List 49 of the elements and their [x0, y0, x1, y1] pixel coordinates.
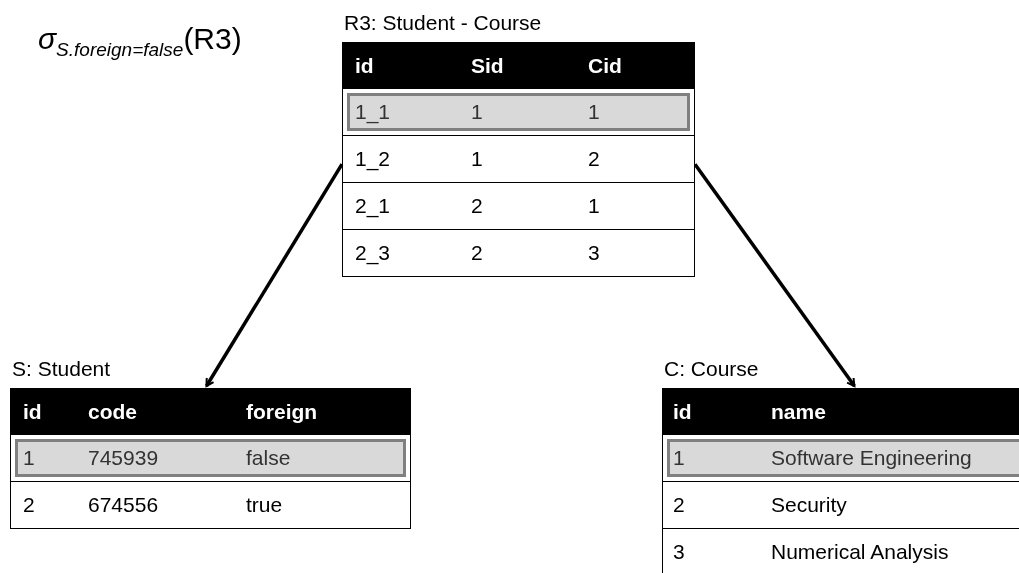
column-header: foreign [246, 399, 318, 425]
arrow [693, 163, 856, 388]
table-row [342, 183, 695, 230]
table-cell-text: 1 [471, 146, 483, 172]
column-header: id [355, 53, 374, 79]
table-cell-text: 3 [588, 240, 600, 266]
table-cell-text: 745939 [88, 445, 159, 471]
column-header: Cid [588, 53, 622, 79]
table-cell-text: 2_3 [355, 240, 391, 267]
table-cell-text: 1 [588, 193, 600, 219]
column-header: name [771, 399, 826, 425]
column-header: id [23, 399, 42, 425]
table-cell-text: 2 [588, 146, 600, 172]
column-header: Sid [471, 53, 504, 79]
selected-row [10, 435, 411, 482]
table-cell-text: 674556 [88, 492, 159, 518]
table-cell-text: false [246, 445, 291, 471]
table-cell-text: 2_1 [355, 193, 391, 220]
table-row [10, 482, 411, 529]
table-row [342, 136, 695, 183]
table-cell-text: 1 [588, 99, 600, 125]
formula-title: σ$_{S.foreign=false}$(R3) [38, 22, 242, 61]
selected-row [662, 435, 1019, 482]
table-cell-text: 1_2 [355, 146, 391, 173]
table-cell-text: 2 [23, 492, 35, 518]
column-header: code [88, 399, 137, 425]
column-header: id [673, 399, 692, 425]
table-cell-text: 2 [471, 193, 483, 219]
header-row [10, 388, 411, 435]
table-cell-text: 2 [471, 240, 483, 266]
selected-row [342, 89, 695, 136]
header-row [662, 388, 1019, 435]
arrow [205, 163, 344, 387]
header-row [342, 42, 695, 89]
table-cell-text: Numerical Analysis [771, 539, 949, 565]
table-cell-text: true [246, 492, 283, 518]
table-cell-text: Software Engineering [771, 445, 972, 471]
table-cell-text: Security [771, 492, 847, 518]
table-cell-text: 2 [673, 492, 685, 518]
table-cell-text: 1 [471, 99, 483, 125]
table-row [662, 482, 1019, 529]
table-cell-text: 3 [673, 539, 685, 565]
table-caption: R3: Student - Course [343, 10, 543, 36]
table-caption: C: Course [663, 356, 760, 382]
table-cell-text: 1 [673, 445, 685, 471]
table-caption: S: Student [11, 356, 112, 382]
table-cell-text: 1 [23, 445, 35, 471]
table-row [342, 230, 695, 277]
table-cell-text: 1_1 [355, 99, 391, 126]
